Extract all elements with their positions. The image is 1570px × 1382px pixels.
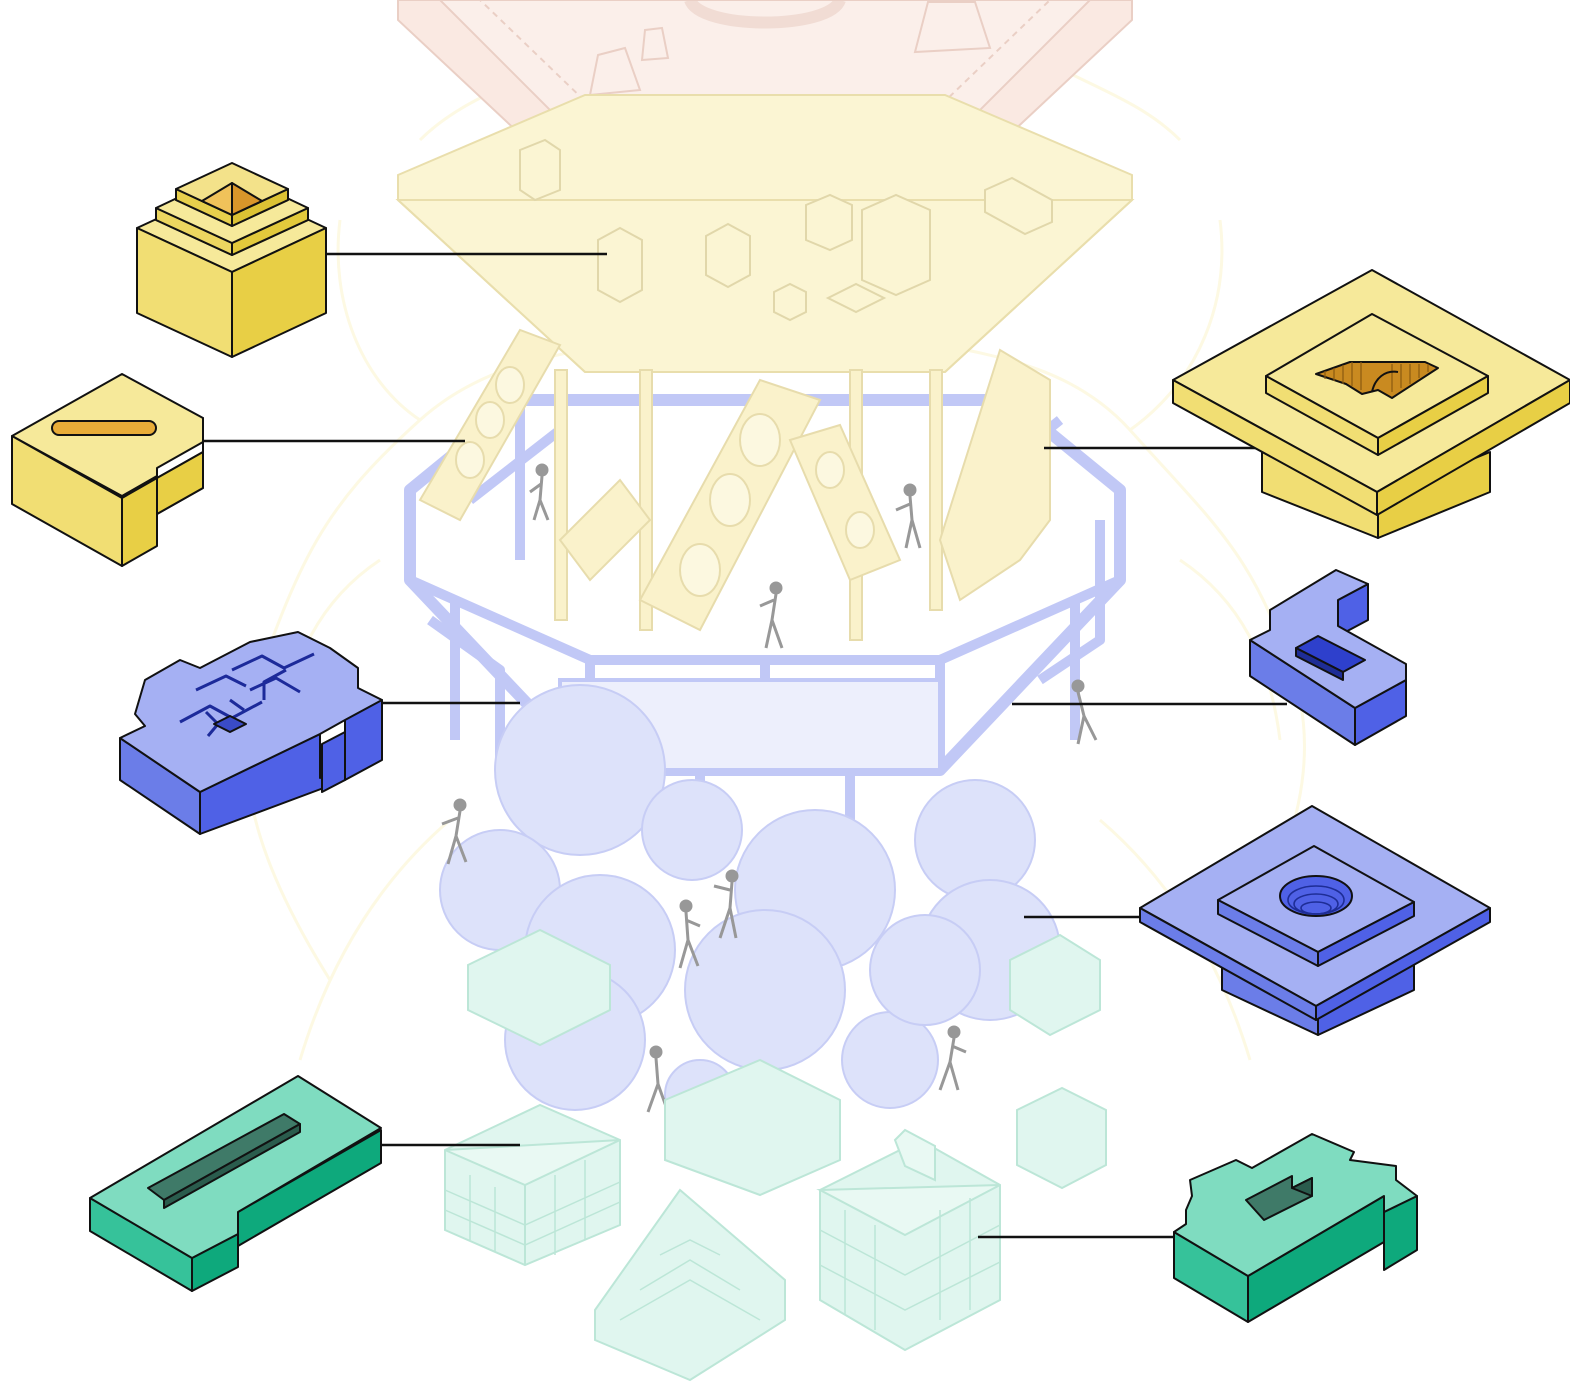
circuit-plate-block	[119, 631, 383, 835]
slotted-l-block	[11, 373, 204, 567]
background-tower	[244, 0, 1306, 1382]
leader-lines	[203, 252, 1287, 1239]
stick-figures	[441, 463, 1098, 1113]
bubble-cluster	[439, 684, 1061, 1131]
hook-block	[1249, 569, 1407, 746]
stepped-pyramid-block	[136, 162, 327, 358]
yellow-machinery	[418, 328, 1051, 641]
stair-slot-plate	[1172, 269, 1570, 539]
yellow-hex-platform	[395, 94, 1135, 373]
long-slot-block	[89, 1075, 382, 1292]
green-cube-stacks	[444, 928, 1107, 1382]
round-hole-plate	[1139, 805, 1491, 1036]
notched-cross-block	[1173, 1133, 1418, 1323]
